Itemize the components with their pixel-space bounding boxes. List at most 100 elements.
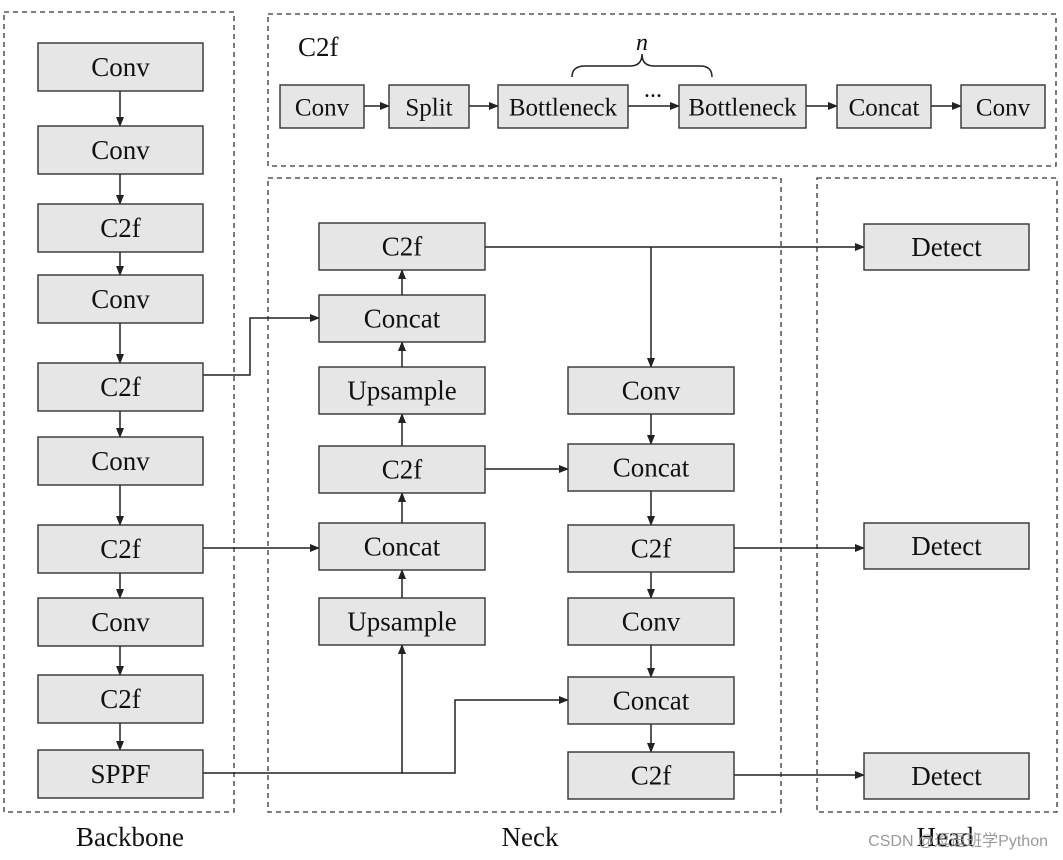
neck-node-concat: Concat <box>318 294 486 343</box>
node-label: C2f <box>100 372 141 402</box>
node-box <box>497 84 629 129</box>
c2f-node-split: Split <box>388 84 470 129</box>
node-label: Upsample <box>347 376 456 406</box>
node-box <box>567 751 735 800</box>
node-label: Conv <box>91 607 150 637</box>
node-box <box>37 274 204 324</box>
node-box <box>863 522 1030 570</box>
head-region <box>816 177 1058 813</box>
node-box <box>37 436 204 486</box>
neck-node-conv: Conv <box>567 366 735 415</box>
node-box <box>567 597 735 646</box>
node-label: C2f <box>100 534 141 564</box>
node-box <box>567 524 735 573</box>
node-box <box>37 524 204 574</box>
node-box <box>37 674 204 724</box>
node-box <box>37 42 204 92</box>
node-label: Conv <box>91 446 150 476</box>
node-label: C2f <box>100 684 141 714</box>
node-label: Conv <box>91 52 150 82</box>
node-box <box>318 445 486 494</box>
node-box <box>836 84 932 129</box>
repeat-brace <box>571 53 713 78</box>
node-box <box>318 522 486 571</box>
backbone-node-conv: Conv <box>37 597 204 647</box>
node-label: Bottleneck <box>509 95 618 122</box>
neck-node-c2f: C2f <box>567 751 735 800</box>
node-box <box>567 443 735 492</box>
neck-node-concat: Concat <box>567 676 735 725</box>
bottleneck-ellipsis: ... <box>644 77 662 103</box>
node-label: Conv <box>622 607 681 637</box>
neck-node-c2f: C2f <box>567 524 735 573</box>
node-label: Concat <box>364 532 441 562</box>
neck-node-concat: Concat <box>567 443 735 492</box>
node-label: C2f <box>382 455 423 485</box>
backbone-node-sppf: SPPF <box>37 749 204 799</box>
neck-region <box>267 177 782 813</box>
node-box <box>567 676 735 725</box>
node-label: Detect <box>911 531 982 561</box>
node-label: Concat <box>613 686 690 716</box>
node-label: Upsample <box>347 607 456 637</box>
watermark-text: CSDN @逗逗班学Python <box>868 832 1048 850</box>
skip-connection-arrow <box>203 314 320 376</box>
node-box <box>318 366 486 415</box>
sppf-to-concat-arrow <box>402 696 569 774</box>
c2f-node-conv: Conv <box>279 84 365 129</box>
neck-node-concat: Concat <box>318 522 486 571</box>
c2f-node-concat: Concat <box>836 84 932 129</box>
node-label: Detect <box>911 761 982 791</box>
neck-node-c2f: C2f <box>318 222 486 271</box>
head-node-detect: Detect <box>863 223 1030 271</box>
node-label: C2f <box>100 213 141 243</box>
backbone-node-c2f: C2f <box>37 674 204 724</box>
node-label: Detect <box>911 232 982 262</box>
module-nodes: ConvConvC2fConvC2fConvC2fConvC2fSPPFC2fC… <box>37 42 1046 800</box>
repeat-count-label: n <box>636 30 648 56</box>
node-label: Conv <box>91 135 150 165</box>
node-label: Conv <box>622 376 681 406</box>
node-box <box>567 366 735 415</box>
backbone-node-conv: Conv <box>37 436 204 486</box>
node-label: SPPF <box>90 759 150 789</box>
node-label: Bottleneck <box>688 95 797 122</box>
node-box <box>863 223 1030 271</box>
head-label: Head <box>917 822 974 852</box>
node-box <box>388 84 470 129</box>
node-box <box>37 749 204 799</box>
backbone-region <box>3 11 235 813</box>
node-box <box>37 597 204 647</box>
backbone-node-c2f: C2f <box>37 524 204 574</box>
node-label: Concat <box>849 95 920 122</box>
neck-node-upsample: Upsample <box>318 366 486 415</box>
node-label: Split <box>405 95 452 122</box>
c2f-node-bottleneck: Bottleneck <box>497 84 629 129</box>
node-label: C2f <box>382 232 423 262</box>
neck-node-conv: Conv <box>567 597 735 646</box>
node-box <box>318 294 486 343</box>
node-label: Concat <box>364 304 441 334</box>
node-label: Conv <box>295 95 350 122</box>
node-label: C2f <box>631 761 672 791</box>
c2f-node-conv: Conv <box>960 84 1046 129</box>
head-node-detect: Detect <box>863 522 1030 570</box>
backbone-node-c2f: C2f <box>37 203 204 253</box>
head-node-detect: Detect <box>863 752 1030 800</box>
node-label: C2f <box>631 534 672 564</box>
node-box <box>318 222 486 271</box>
node-box <box>318 597 486 646</box>
neck-label: Neck <box>502 822 559 852</box>
node-box <box>279 84 365 129</box>
node-label: Conv <box>91 284 150 314</box>
backbone-node-conv: Conv <box>37 42 204 92</box>
neck-node-upsample: Upsample <box>318 597 486 646</box>
node-box <box>37 125 204 175</box>
c2f-module-title: C2f <box>298 32 339 62</box>
node-label: Concat <box>613 453 690 483</box>
node-box <box>863 752 1030 800</box>
node-label: Conv <box>976 95 1031 122</box>
node-box <box>960 84 1046 129</box>
backbone-node-c2f: C2f <box>37 362 204 412</box>
